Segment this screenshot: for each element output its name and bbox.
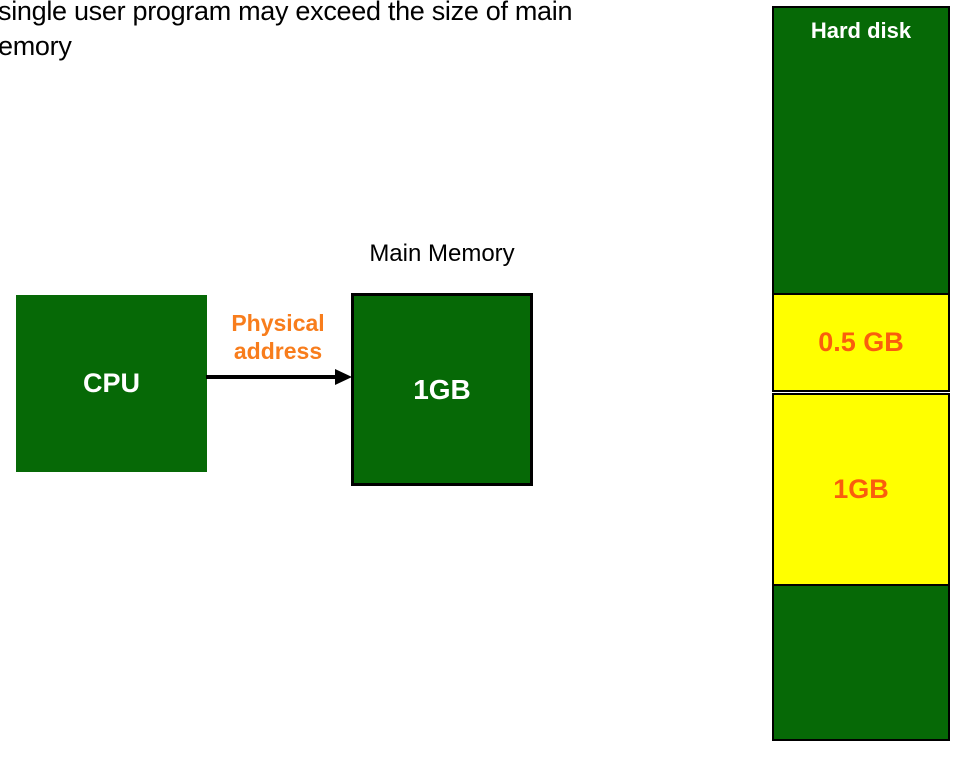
cpu-box: CPU	[16, 295, 207, 472]
hard-disk-section-top: Hard disk	[772, 6, 950, 295]
heading-line-1: single user program may exceed the size …	[0, 0, 573, 26]
hard-disk-section-1gb: 1GB	[772, 393, 950, 586]
hard-disk-section-bottom	[772, 584, 950, 741]
physical-address-label: Physical address	[231, 310, 325, 364]
physical-address-arrow	[206, 369, 352, 385]
hard-disk-half-gb-label: 0.5 GB	[818, 327, 904, 357]
main-memory-size-label: 1GB	[413, 373, 471, 405]
cpu-label: CPU	[82, 368, 140, 398]
main-memory-box: 1GB	[351, 293, 533, 486]
main-memory-title: Main Memory	[369, 240, 515, 267]
hard-disk-section-half-gb: 0.5 GB	[772, 293, 950, 392]
hard-disk-title: Hard disk	[810, 18, 912, 43]
hard-disk-column: Hard disk 0.5 GB 1GB	[772, 6, 950, 741]
hard-disk-1gb-label: 1GB	[833, 474, 889, 504]
heading-line-2: emory	[0, 31, 72, 61]
slide-heading: single user program may exceed the size …	[0, 0, 698, 64]
